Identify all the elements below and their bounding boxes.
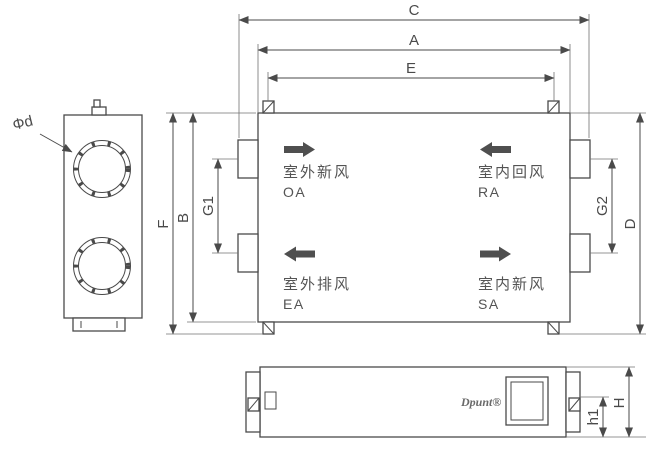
diameter-callout: Φd: [11, 112, 73, 153]
inner-detail: [264, 391, 277, 410]
sa-code-label: SA: [478, 296, 500, 312]
bottom-view: Dpunt®: [245, 366, 581, 438]
dimension-h1: h1: [566, 396, 646, 438]
brand-logo: Dpunt®: [460, 395, 501, 409]
dim-d-label: D: [622, 218, 639, 229]
dim-h-label: H: [611, 398, 628, 409]
side-view-body: [63, 114, 143, 319]
dimension-h: H: [566, 366, 635, 438]
duct-port-top: [73, 140, 131, 198]
ea-code-label: EA: [283, 296, 305, 312]
dimension-e: E: [267, 60, 555, 101]
port-oa: [237, 139, 259, 179]
ea-chinese-label: 室外排风: [283, 276, 351, 293]
diameter-leader-arrow: [39, 133, 73, 153]
ra-code-label: RA: [478, 184, 500, 200]
dimension-c: C: [238, 2, 590, 138]
dim-g2-label: G2: [594, 196, 611, 216]
dim-b-label: B: [175, 213, 192, 223]
arrow-left-icon: [284, 246, 315, 262]
front-view: 室外新风 OA 室内回风 RA 室外排风 EA 室内新风 SA: [237, 100, 591, 335]
control-box: [505, 376, 549, 426]
arrow-left-icon: [480, 142, 511, 157]
side-view-foot: [72, 317, 126, 332]
dimension-b: B: [175, 112, 256, 323]
airflow-label-ra: 室内回风 RA: [478, 142, 546, 200]
airflow-label-ea: 室外排风 EA: [283, 246, 351, 312]
dimension-a: A: [257, 32, 571, 113]
ra-chinese-label: 室内回风: [478, 164, 546, 181]
dim-c-label: C: [409, 2, 420, 19]
oa-code-label: OA: [283, 184, 306, 200]
dim-h1-label: h1: [585, 409, 602, 426]
port-ra: [569, 139, 591, 179]
diameter-label: Φd: [11, 112, 35, 133]
dim-f-label: F: [155, 219, 172, 228]
dimension-g1: G1: [200, 158, 238, 254]
dim-g1-label: G1: [200, 196, 217, 216]
mount-clips: [262, 100, 560, 335]
dimension-g2: G2: [590, 158, 618, 254]
airflow-label-oa: 室外新风 OA: [283, 142, 351, 200]
dimension-f: F: [155, 112, 263, 335]
side-view-top-clip: [93, 99, 101, 108]
oa-chinese-label: 室外新风: [283, 164, 351, 181]
dimension-d: D: [559, 112, 646, 335]
side-view-top-tab: [91, 106, 107, 116]
port-sa: [569, 233, 591, 273]
arrow-right-icon: [480, 246, 511, 262]
airflow-label-sa: 室内新风 SA: [478, 246, 546, 312]
duct-port-bottom: [73, 237, 131, 295]
dim-a-label: A: [409, 32, 419, 49]
sa-chinese-label: 室内新风: [478, 276, 546, 293]
side-view: Φd: [11, 99, 143, 332]
dim-e-label: E: [406, 60, 416, 77]
arrow-right-icon: [284, 142, 315, 157]
port-ea: [237, 233, 259, 273]
